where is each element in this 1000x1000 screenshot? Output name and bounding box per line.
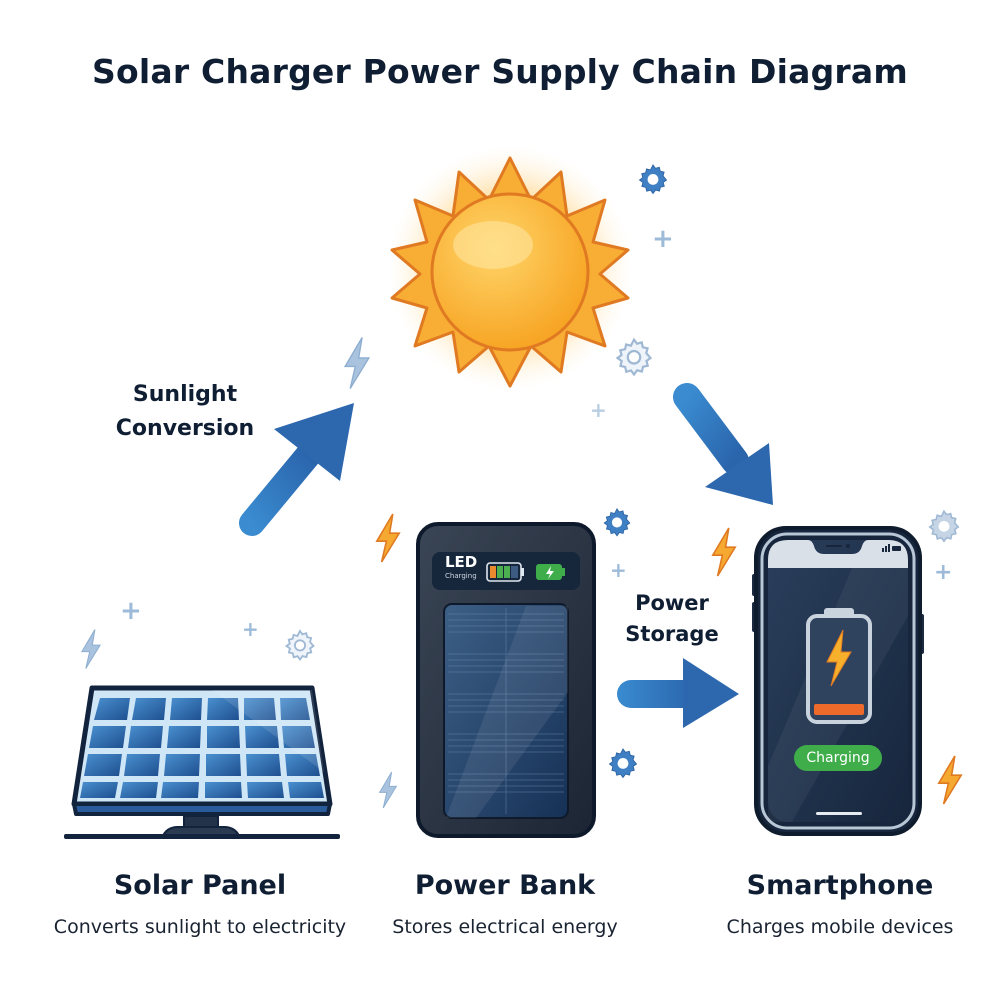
gear-icon (605, 746, 641, 782)
sun-to-phone-arrow (665, 375, 785, 515)
battery-bar (511, 566, 518, 578)
led-indicator: LED Charging (445, 555, 495, 583)
lightning-bolt-icon (372, 512, 404, 564)
solar-panel-title: Solar Panel (113, 870, 287, 901)
gear-icon (600, 506, 634, 540)
plus-icon: + (120, 596, 142, 626)
plus-icon: + (610, 558, 627, 582)
solar-panel-description: Converts sunlight to electricity (53, 916, 347, 938)
power-storage-arrow (615, 656, 745, 728)
power-storage-label: Power Storage (625, 591, 719, 646)
plus-icon: + (242, 617, 259, 641)
smartphone-description: Charges mobile devices (726, 916, 954, 938)
solar-panel-icon (62, 682, 342, 840)
plus-icon: + (934, 560, 953, 585)
plus-icon: + (590, 398, 607, 422)
power-bank-icon (416, 522, 596, 838)
battery-bar (490, 566, 496, 578)
diagram-title: Solar Charger Power Supply Chain Diagram (92, 52, 908, 91)
lightning-bolt-icon (340, 335, 374, 391)
charging-status-pill: Charging (794, 745, 882, 771)
gear-outline-icon (925, 508, 963, 546)
gear-icon (635, 162, 671, 198)
power-bank-description: Stores electrical energy (392, 916, 618, 938)
smartphone-icon (752, 526, 924, 838)
gear-outline-icon (282, 628, 318, 664)
lightning-bolt-icon (376, 770, 400, 810)
plus-icon: + (652, 224, 674, 254)
led-sublabel: Charging (445, 572, 477, 580)
lightning-bolt-icon (708, 526, 740, 578)
lightning-bolt-icon (78, 628, 104, 670)
battery-bar (497, 566, 503, 578)
gear-outline-icon (612, 336, 656, 380)
power-bank-title: Power Bank (414, 870, 596, 901)
sunlight-conversion-label: Sunlight Conversion (115, 382, 255, 441)
led-label: LED (445, 553, 478, 571)
sunlight-arrow (230, 395, 360, 545)
smartphone-title: Smartphone (746, 870, 934, 901)
sun-icon (385, 146, 635, 400)
lightning-bolt-icon (934, 754, 966, 806)
battery-bar (504, 566, 510, 578)
